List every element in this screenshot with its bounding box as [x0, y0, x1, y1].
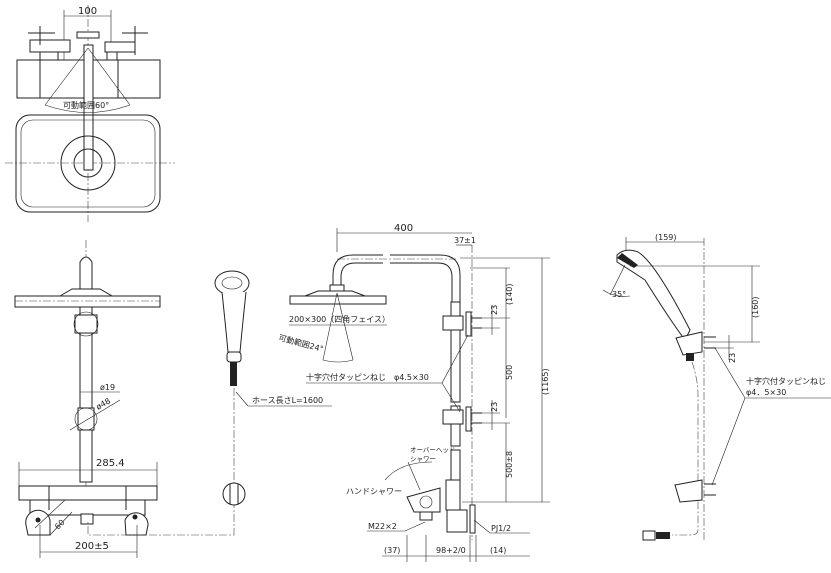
side-view: 200×300（四角フェイス） 可動範囲24° 400 37±1 (140) 2…	[277, 223, 550, 562]
dim-400: 400	[394, 223, 413, 234]
hand-shower-detail: (159) 35° (160) 23 十字穴付タッピンねじ φ4．5×30	[602, 233, 831, 541]
dim-285-4: 285.4	[96, 458, 125, 469]
screw-spec-line1: 十字穴付タッピンねじ	[746, 376, 826, 386]
head-swing: 可動範囲24°	[277, 332, 324, 354]
hand-shower-label: ハンドシャワー	[346, 487, 402, 496]
overhead-label-1: オーバーヘッド	[410, 446, 455, 454]
swing-range-60: 可動範囲60°	[63, 100, 109, 110]
front-view: ø19 ø48 285.4 60 200±5	[14, 240, 161, 558]
thread-pj: PJ1/2	[491, 524, 511, 533]
dim-23: 23	[728, 353, 737, 363]
dim-37: 37±1	[454, 236, 476, 245]
screw-spec: 十字穴付タッピンねじ φ4.5×30	[306, 372, 429, 382]
dim-500: 500	[505, 365, 514, 380]
dim-23-top: 23	[490, 305, 499, 315]
dim-100: 100	[78, 6, 97, 17]
top-view: 100 可動範囲60°	[5, 5, 175, 222]
thread-m22: M22×2	[368, 522, 397, 531]
dim-200: 200±5	[75, 541, 109, 552]
dim-140: (140)	[505, 283, 514, 305]
dim-dia-48: ø48	[95, 396, 113, 411]
head-size: 200×300（四角フェイス）	[289, 314, 390, 324]
dim-23-bottom: 23	[490, 402, 499, 412]
dim-14: (14)	[490, 546, 506, 555]
dim-159: (159)	[655, 233, 677, 242]
dim-98: 98+2/0	[436, 546, 466, 555]
hose-length: ホース長さL=1600	[252, 396, 323, 405]
hand-shower-front: ホース長さL=1600	[87, 270, 332, 536]
overhead-label-2: シャワー	[410, 455, 436, 463]
angle-35: 35°	[612, 290, 626, 299]
dim-37-bottom: (37)	[384, 546, 400, 555]
dim-dia-19: ø19	[100, 383, 115, 392]
dim-160: (160)	[751, 296, 760, 318]
dim-1165: (1165)	[541, 368, 550, 395]
screw-spec-line2: φ4．5×30	[746, 388, 786, 397]
dim-500-8: 500±8	[505, 451, 514, 478]
